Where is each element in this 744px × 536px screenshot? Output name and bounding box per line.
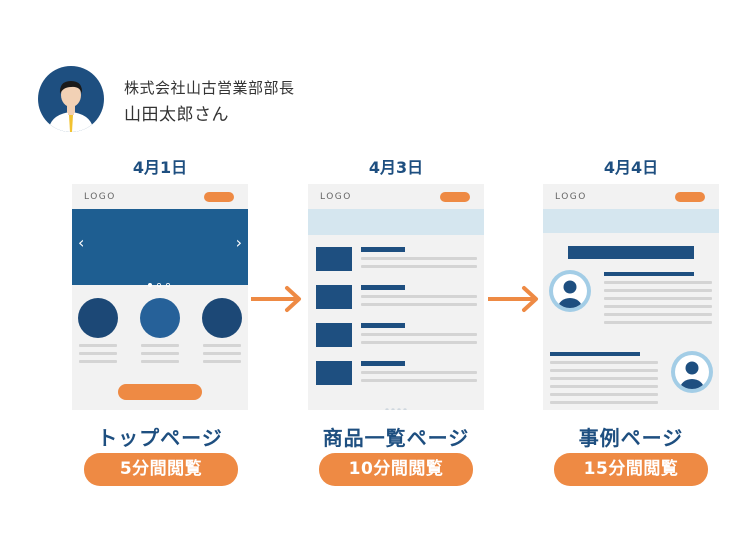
text-line	[361, 379, 477, 382]
person-icon	[671, 351, 713, 397]
header-button	[675, 192, 705, 202]
text-line	[550, 361, 658, 364]
text-line	[79, 344, 117, 347]
header-button	[440, 192, 470, 202]
text-line	[141, 352, 179, 355]
text-line	[79, 352, 117, 355]
feature-circle	[202, 298, 242, 338]
slider-prev-icon: ‹	[78, 233, 85, 252]
duration-badge: 10分間閲覧	[319, 453, 473, 486]
cta-button	[118, 384, 202, 400]
text-line	[604, 281, 712, 284]
text-line	[203, 360, 241, 363]
text-line	[550, 385, 658, 388]
step-date: 4月1日	[132, 158, 188, 177]
product-thumbnail	[316, 285, 352, 309]
arrow-right-icon	[488, 284, 542, 318]
pagination-dots	[384, 398, 408, 410]
text-line	[550, 393, 658, 396]
text-line	[361, 333, 477, 336]
text-line	[604, 289, 712, 292]
case-subtitle-bar	[604, 272, 694, 276]
text-line	[604, 321, 712, 324]
page-banner	[308, 209, 484, 235]
product-title-bar	[361, 361, 405, 366]
text-line	[79, 360, 117, 363]
text-line	[604, 297, 712, 300]
text-line	[550, 401, 658, 404]
text-line	[550, 369, 658, 372]
logo-text: LOGO	[320, 192, 352, 202]
product-thumbnail	[316, 323, 352, 347]
text-line	[604, 305, 712, 308]
text-line	[361, 295, 477, 298]
case-study-wireframe: LOGO	[543, 184, 719, 410]
duration-badge: 5分間閲覧	[84, 453, 238, 486]
feature-circle	[140, 298, 180, 338]
product-title-bar	[361, 285, 405, 290]
feature-circle	[78, 298, 118, 338]
product-title-bar	[361, 323, 405, 328]
page-banner	[543, 209, 719, 233]
hero-slider: ‹ ›	[72, 209, 248, 288]
step-date: 4月4日	[603, 158, 659, 177]
text-line	[203, 352, 241, 355]
case-subtitle-bar	[550, 352, 640, 356]
logo-text: LOGO	[555, 192, 587, 202]
top-page-wireframe: LOGO ‹ ›	[72, 184, 248, 410]
product-title-bar	[361, 247, 405, 252]
text-line	[203, 344, 241, 347]
page-name: トップページ	[97, 426, 223, 450]
text-line	[361, 265, 477, 268]
text-line	[550, 377, 658, 380]
product-thumbnail	[316, 247, 352, 271]
step-date: 4月3日	[368, 158, 424, 177]
slider-next-icon: ›	[235, 233, 242, 252]
page-name: 商品一覧ページ	[322, 426, 470, 450]
text-line	[361, 371, 477, 374]
page-name: 事例ページ	[578, 426, 684, 450]
text-line	[361, 341, 477, 344]
header-button	[204, 192, 234, 202]
product-thumbnail	[316, 361, 352, 385]
user-name: 山田太郎さん	[124, 105, 229, 125]
text-line	[141, 344, 179, 347]
user-company-title: 株式会社山古営業部部長	[124, 79, 295, 97]
text-line	[604, 313, 712, 316]
text-line	[361, 303, 477, 306]
arrow-right-icon	[251, 284, 305, 318]
case-title-bar	[568, 246, 694, 259]
slider-dots	[147, 273, 175, 292]
duration-badge: 15分間閲覧	[554, 453, 708, 486]
logo-text: LOGO	[84, 192, 116, 202]
text-line	[361, 257, 477, 260]
person-icon	[549, 270, 591, 316]
text-line	[141, 360, 179, 363]
user-avatar	[38, 66, 104, 132]
product-list-wireframe: LOGO	[308, 184, 484, 410]
